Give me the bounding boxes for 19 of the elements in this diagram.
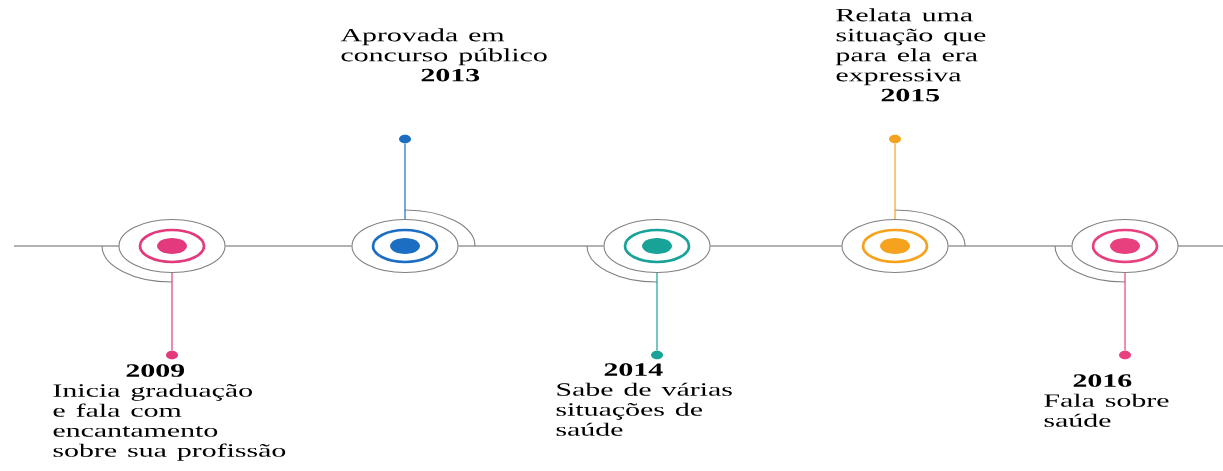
target-marker <box>101 218 226 283</box>
timeline-entry: 2016 Fala sobre saúde <box>1044 374 1169 427</box>
connector-line <box>404 143 406 220</box>
connector-line <box>1124 272 1126 351</box>
timeline-line <box>457 245 605 247</box>
timeline-line <box>947 245 1073 247</box>
timeline-line <box>224 245 353 247</box>
connector-line <box>656 272 658 351</box>
target-marker <box>841 209 966 274</box>
timeline-entry: Relata uma situação que para ela era expressiva 2015 <box>835 8 986 102</box>
timeline-line <box>709 245 843 247</box>
connector-line <box>894 143 896 220</box>
timeline-entry: Aprovada em concurso público 2013 <box>340 28 547 82</box>
timeline-entry: 2014 Sabe de várias situações de saúde <box>556 363 732 436</box>
timeline-entry: 2009 Inicia graduação e fala com encantamento sobre sua profissão <box>53 364 286 461</box>
target-marker <box>351 209 476 274</box>
connector-line <box>171 272 173 351</box>
target-marker <box>1054 218 1179 283</box>
target-marker <box>586 218 711 283</box>
